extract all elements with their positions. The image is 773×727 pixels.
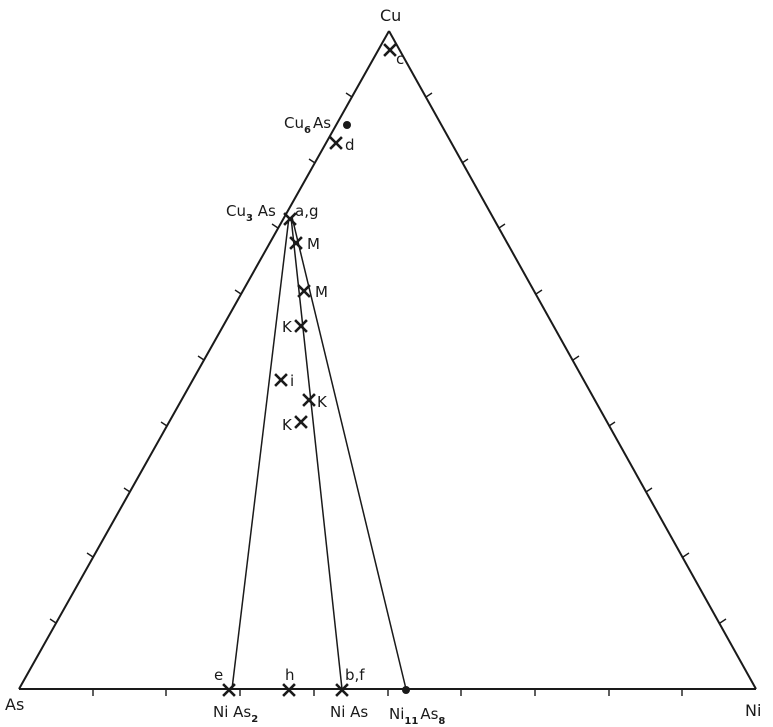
point-marker-bf bbox=[335, 683, 349, 697]
point-marker-e bbox=[222, 683, 236, 697]
point-label-k1: K bbox=[282, 318, 293, 336]
point-label-d: d bbox=[345, 136, 355, 154]
point-label-k2: K bbox=[317, 393, 328, 411]
cu6as-dot bbox=[343, 121, 351, 129]
point-marker-d bbox=[329, 136, 343, 150]
point-marker-k2 bbox=[302, 393, 316, 407]
point-marker-m1 bbox=[289, 236, 303, 250]
point-marker-h bbox=[282, 683, 296, 697]
point-marker-ag bbox=[283, 212, 297, 226]
point-label-h: h bbox=[285, 666, 295, 684]
point-label-k3: K bbox=[282, 416, 293, 434]
point-label-c: c bbox=[396, 50, 404, 68]
point-label-ag: a,g bbox=[295, 202, 318, 220]
compound-label-cu3as: Cu3 As bbox=[226, 202, 276, 224]
ticks-bottom-edge bbox=[92, 689, 683, 696]
ticks-left-edge bbox=[49, 92, 353, 624]
vertex-label-cu: Cu bbox=[380, 6, 401, 25]
point-label-m1: M bbox=[307, 235, 320, 253]
point-marker-i bbox=[274, 373, 288, 387]
point-label-e: e bbox=[214, 666, 223, 684]
point-marker-k3 bbox=[294, 415, 308, 429]
compound-label-nias2: Ni As2 bbox=[213, 703, 258, 725]
point-marker-k1 bbox=[294, 319, 308, 333]
point-label-i: i bbox=[290, 372, 294, 390]
point-label-bf: b,f bbox=[345, 666, 365, 684]
point-marker-c bbox=[383, 43, 397, 57]
tie-line-cu3as-nias2 bbox=[231, 216, 290, 690]
vertex-label-as: As bbox=[5, 695, 24, 714]
vertex-label-ni: Ni bbox=[745, 701, 761, 720]
compound-label-nias: Ni As bbox=[330, 703, 368, 721]
ticks-right-edge bbox=[425, 92, 727, 624]
edge-cu-ni bbox=[388, 30, 757, 690]
point-marker-m2 bbox=[297, 284, 311, 298]
tie-line-cu3as-ni11as8 bbox=[291, 216, 407, 690]
ni11as8-dot bbox=[402, 686, 410, 694]
point-label-m2: M bbox=[315, 283, 328, 301]
